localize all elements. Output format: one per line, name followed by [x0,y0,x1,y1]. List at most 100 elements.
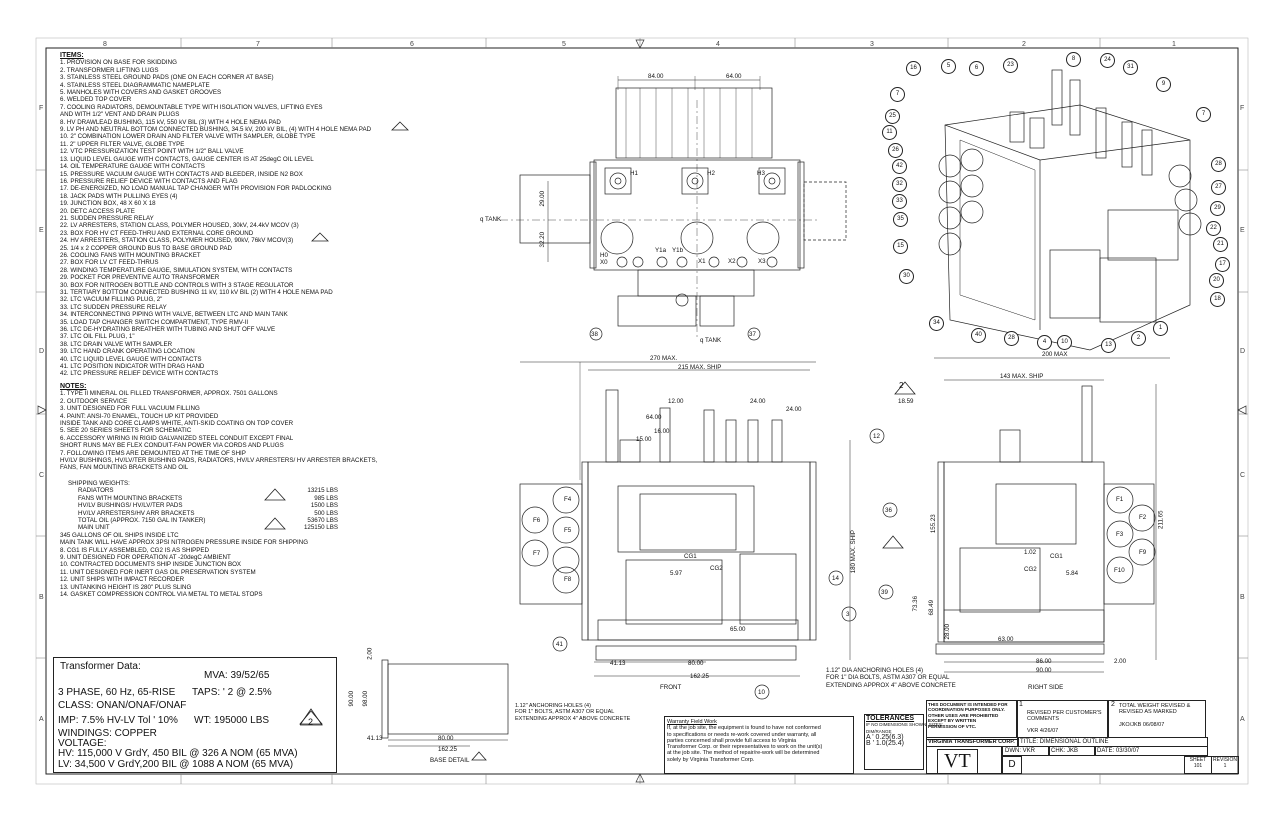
note-line-continued-9: 14. GASKET COMPRESSION CONTROL VIA METAL… [60,590,263,598]
front-dim-4113: 41.13 [610,660,626,667]
plan-tank-centerline-2: q TANK [700,337,722,344]
iso-callout-top: 23 [1003,58,1018,73]
inner-border [45,47,1239,775]
item-line-7: 7. COOLING RADIATORS, DEMOUNTABLE TYPE W… [60,103,323,111]
callout-37: 37 [749,331,756,338]
shipping-weight-value: 1500 LBS [310,502,338,510]
item-line-23: 22. LV ARRESTERS, STATION CLASS, POLYMER… [60,222,299,230]
side-label-cg1: CG1 [1050,553,1063,560]
item-line-35: 34. INTERCONNECTING PIPING WITH VALVE, B… [60,311,288,319]
iso-callout-top: 5 [941,59,956,74]
iso-callout-top: 31 [1123,60,1138,75]
front-dim-16: 16.00 [654,428,670,435]
base-note-line-1: 1.12" ANCHORING HOLES (4) [515,703,591,709]
sheet-label: SHEET [1189,757,1207,763]
tolerances-box: TOLERANCES IF NO DIMENSIONS SHOWN, SIZES… [864,714,944,770]
item-line-36: 35. LOAD TAP CHANGER SWITCH COMPARTMENT,… [60,318,249,326]
front-label-cg2: CG2 [710,565,723,572]
front-dim-64: 64.00 [646,414,662,421]
item-line-19: 18. JACK PADS WITH PULLING EYES (4) [60,192,178,200]
callout-12: 12 [873,433,880,440]
tolerance-a: A ' 0.25(6.3) [866,733,904,741]
anchor-note-line-2: FOR 1" DIA BOLTS, ASTM A307 OR EQUAL [826,674,950,682]
iso-callout-left: 26 [888,143,903,158]
zone-top-2: 2 [1022,41,1026,48]
side-dim-7336: 73.36 [912,595,920,612]
item-line-1: 1. PROVISION ON BASE FOR SKIDDING [60,59,177,67]
side-dim-102: 1.02 [1024,549,1037,556]
checked-by: CHK: JKB [1048,746,1096,756]
note-line-8: SHORT RUNS MAY BE FLEX CONDUIT-FAN POWER… [60,442,284,450]
zone-top-7: 7 [256,41,260,48]
notes-section: NOTES: 1. TYPE II MINERAL OIL FILLED TRA… [60,383,500,598]
iso-callout-left: 15 [893,239,908,254]
warranty-line-5: at the job site. The method of repair/re… [667,750,820,757]
iso-callout-left: 42 [892,159,907,174]
item-line-9: 8. HV DRAWLEAD BUSHING, 115 kV, 550 kV B… [60,118,281,126]
callout-10: 10 [758,689,765,696]
revision-1-text: REVISED PER CUSTOMER'S COMMENTS [1027,710,1102,723]
zone-top-8: 8 [103,41,107,48]
title-block: THIS DOCUMENT IS INTENDED FOR COORDINATI… [926,700,1239,774]
front-dim-16225: 162.25 [690,673,709,680]
confidential-line-3: OTHER USES ARE PROHIBITED [928,712,999,718]
warranty-line-4: Transformer Corp. or their representativ… [667,744,823,751]
callout-41: 41 [556,641,563,648]
side-dim-2: 2.00 [1114,658,1127,665]
revision-2-by: JKO/JKB 06/08/07 [1119,722,1165,728]
plan-label-x3: X3 [758,258,766,265]
plan-tank-centerline: q TANK [480,216,502,223]
revision-2-number: 2 [1111,701,1115,708]
confidential-line-5: PERMISSION OF VTC. [928,723,977,729]
item-line-21: 20. DETC ACCESS PLATE [60,207,135,215]
side-dim-1859: 18.59 [898,398,914,405]
front-dim-65: 65.00 [730,626,746,633]
plan-label-y1a: Y1a [655,247,667,254]
front-anchor-note: 1.12" DIA ANCHORING HOLES (4) FOR 1" DIA… [826,667,956,689]
confidential-line-1: THIS DOCUMENT IS INTENDED FOR [928,702,1008,707]
zone-side-a-right: A [1240,716,1245,723]
notes-list: 1. TYPE II MINERAL OIL FILLED TRANSFORME… [60,390,500,471]
mva-rating: MVA: 39/52/65 [204,670,270,681]
iso-callout-left: 33 [892,194,907,209]
base-dim-80: 80.00 [438,735,454,742]
item-line-38: 37. LTC OIL FILL PLUG, 1" [60,333,135,341]
iso-callout-right: 20 [1209,273,1224,288]
item-line-37: 36. LTC DE-HYDRATING BREATHER WITH TUBIN… [60,326,276,334]
iso-callout-bottom: 28 [1004,331,1019,346]
base-dim-98: 98.00 [362,690,370,707]
item-line-32: 31. TERTIARY BOTTOM CONNECTED BUSHING 11… [60,289,333,296]
revision-label: REVISION [1213,757,1237,763]
item-line-25: 24. HV ARRESTERS, STATION CLASS, POLYMER… [60,237,294,245]
side-view [878,357,1170,673]
item-line-2: 2. TRANSFORMER LIFTING LUGS [60,66,159,74]
item-line-17: 16. PRESSURE RELIEF DEVICE WITH CONTACTS… [60,177,238,185]
revision-1-by: VKR 4/26/07 [1027,728,1059,734]
outer-border [35,37,1249,785]
iso-callout-bottom: 4 [1037,335,1052,350]
iso-callout-right: 22 [1206,221,1221,236]
zone-top-3: 3 [870,41,874,48]
shipping-weights-title: SHIPPING WEIGHTS: [68,479,130,487]
shipping-weight-label: HV/LV BUSHINGS/ HV/LV/TER PADS [78,502,183,510]
note-line-11: FANS, FAN MOUNTING BRACKETS AND OIL [60,464,189,472]
front-label-f6: F6 [533,517,541,524]
item-line-16: 15. PRESSURE VACUUM GAUGE WITH CONTACTS … [60,170,303,178]
class-spec: CLASS: ONAN/ONAF/ONAF [58,700,187,711]
iso-callout-left: 25 [885,109,900,124]
side-dim-200: 200 MAX [1042,351,1068,358]
items-title: ITEMS: [60,52,84,59]
shipping-weight-value: 985 LBS [314,494,338,502]
base-note-line-2: FOR 1" BOLTS, ASTM A307 OR EQUAL [515,709,615,716]
tolerances-sub: IF NO DIMENSIONS SHOWN, SIZES: [866,722,944,728]
item-line-29: 28. WINDING TEMPERATURE GAUGE, SIMULATIO… [60,266,293,274]
notes-title: NOTES: [60,383,87,390]
shipping-weight-value: 13215 LBS [307,487,338,495]
iso-callout-bottom: 40 [971,328,986,343]
side-label-f9: F9 [1139,549,1147,556]
item-line-3: 3. STAINLESS STEEL GROUND PADS (ONE ON E… [60,74,274,82]
